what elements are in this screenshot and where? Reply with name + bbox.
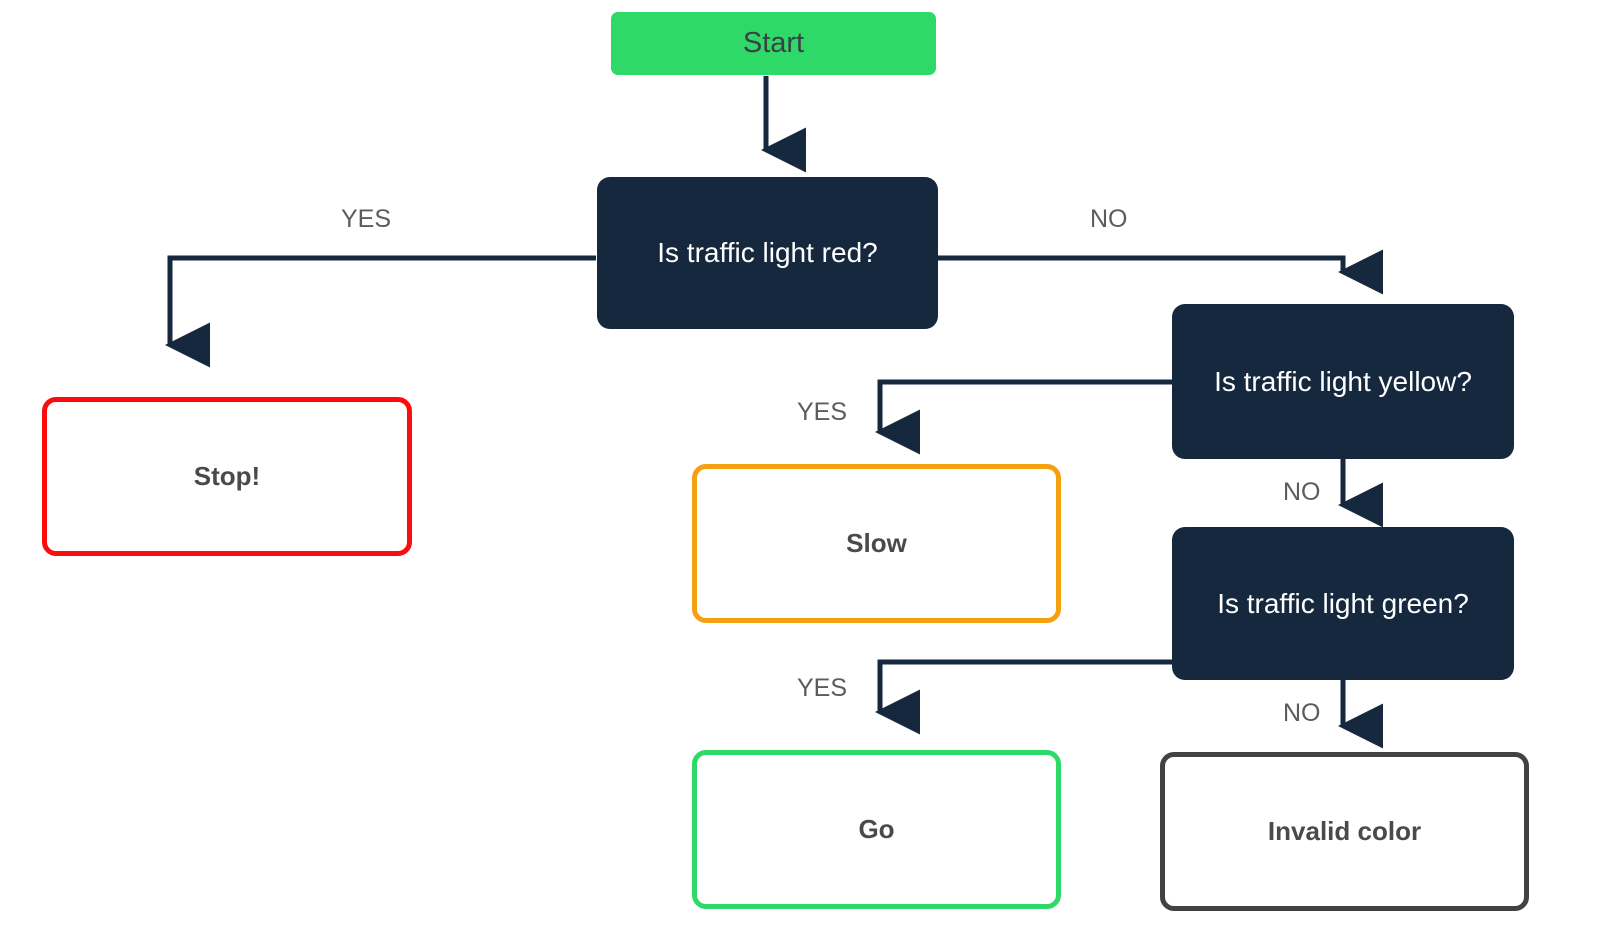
node-go-label: Go: [858, 813, 895, 844]
edge-ask-green-yes-to-go: [875, 659, 1172, 735]
node-stop[interactable]: Stop!: [42, 397, 412, 556]
edge-ask-red-no-to-ask-yellow: [938, 249, 1383, 295]
node-is-traffic-light-yellow-label: Is traffic light yellow?: [1214, 365, 1472, 397]
edge-label-yellow-yes: YES: [797, 398, 848, 426]
edge-label-green-no: NO: [1283, 699, 1321, 727]
node-invalid-color[interactable]: Invalid color: [1160, 752, 1529, 911]
edge-ask-red-yes-to-stop: [165, 255, 596, 368]
node-is-traffic-light-green[interactable]: Is traffic light green?: [1172, 527, 1514, 680]
edge-label-yellow-no: NO: [1283, 478, 1321, 506]
node-stop-label: Stop!: [193, 460, 261, 491]
node-is-traffic-light-red-label: Is traffic light red?: [657, 237, 878, 269]
node-invalid-color-label: Invalid color: [1267, 815, 1422, 846]
node-is-traffic-light-green-label: Is traffic light green?: [1217, 587, 1469, 619]
node-is-traffic-light-red[interactable]: Is traffic light red?: [597, 177, 938, 329]
edge-label-red-no: NO: [1090, 205, 1128, 233]
edge-label-green-yes: YES: [797, 674, 848, 702]
node-is-traffic-light-yellow[interactable]: Is traffic light yellow?: [1172, 304, 1514, 459]
edge-ask-yellow-yes-to-slow: [875, 379, 1172, 455]
node-go[interactable]: Go: [692, 750, 1061, 909]
node-slow-label: Slow: [846, 527, 907, 558]
node-start[interactable]: Start: [611, 12, 936, 75]
node-slow[interactable]: Slow: [692, 464, 1061, 623]
node-start-label: Start: [742, 27, 805, 60]
edge-label-red-yes: YES: [341, 205, 392, 233]
